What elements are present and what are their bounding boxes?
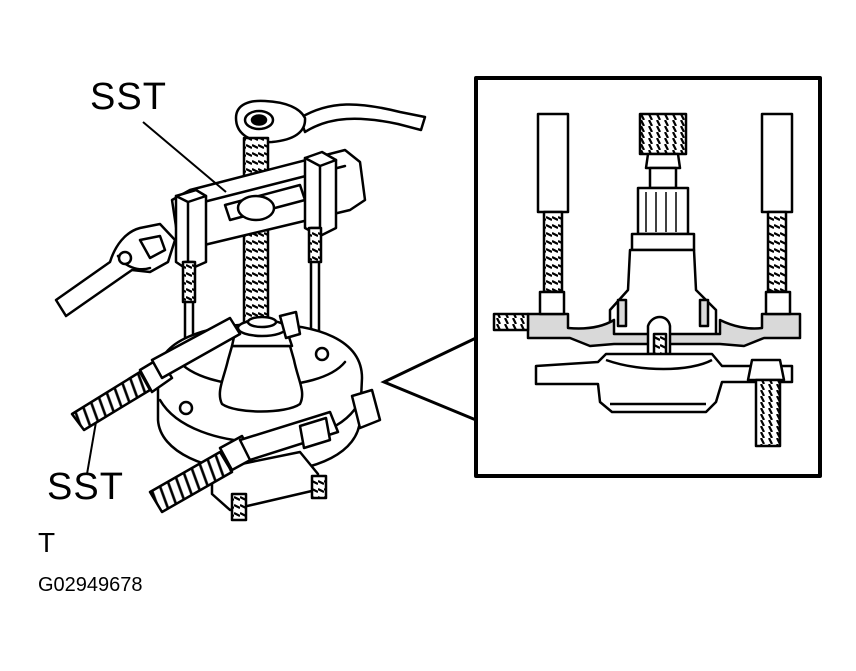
detail-inset: [476, 78, 820, 476]
inset-right-rod: [762, 114, 792, 212]
hub-bolt-2: [312, 476, 326, 498]
left-block: [176, 190, 206, 270]
hub-bolt-1: [232, 494, 246, 520]
main-assembly: [56, 101, 425, 520]
right-nut-lower: [280, 312, 300, 338]
sst-long-bolt-upper: [72, 318, 240, 430]
handle-bar: [300, 104, 425, 132]
inset-puller-plate: [528, 314, 800, 346]
inset-center-screw: [640, 114, 686, 154]
inset-hub-bolt: [756, 380, 780, 446]
leader-line-lower: [87, 422, 96, 474]
inset-hub-flange: [536, 354, 792, 412]
sst-label-lower: SST: [47, 466, 124, 508]
sst-label-upper: SST: [90, 76, 167, 118]
inset-left-bolt: [494, 314, 528, 330]
leader-line-upper: [143, 122, 226, 192]
inset-left-rod: [538, 114, 568, 212]
figure-code: G02949678: [38, 574, 143, 596]
right-nut-upper: [352, 390, 380, 428]
callout-pointer: [384, 338, 476, 420]
tag-label: T: [38, 527, 56, 558]
